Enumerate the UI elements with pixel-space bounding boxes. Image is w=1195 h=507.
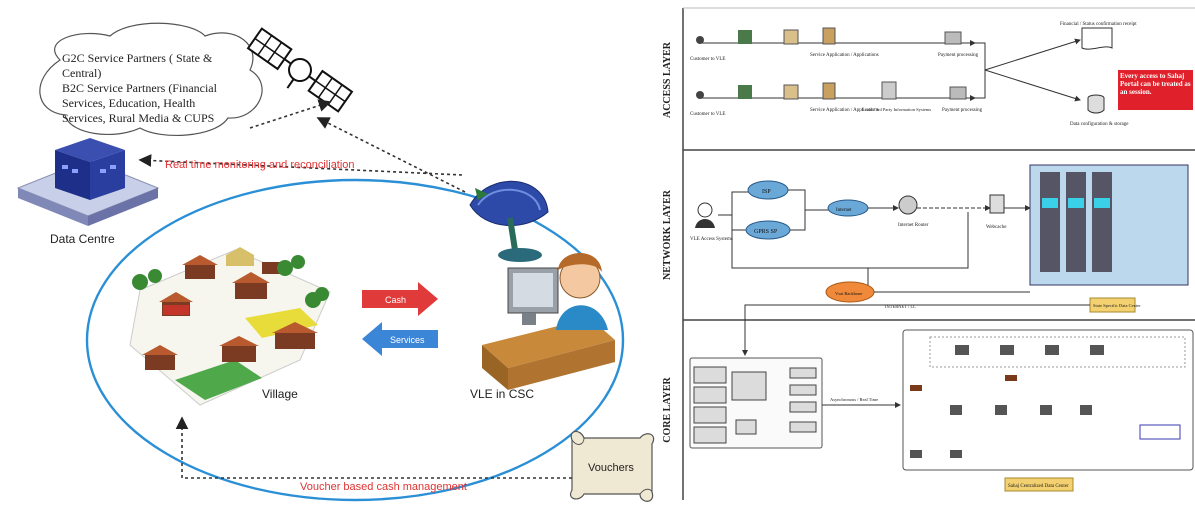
payment1-label: Payment processing	[938, 53, 979, 58]
voucher-scroll-icon	[570, 430, 655, 502]
vle-terminal-icon	[738, 85, 752, 99]
cash-label: Cash	[385, 295, 406, 305]
sync-label: Asynchronous / Real Time	[830, 397, 878, 402]
receipt-icon	[1081, 27, 1113, 50]
payment2-label: Payment processing	[942, 108, 983, 113]
rack-servers	[1040, 172, 1112, 272]
application-icon	[822, 82, 836, 100]
satellite-dish-icon	[469, 181, 549, 262]
access-layer-label: ACCESS LAYER	[662, 41, 673, 118]
network-layer-label: NETWORK LAYER	[662, 189, 673, 280]
vle-access-user-icon	[695, 202, 715, 228]
cloud-line-1: G2C Service Partners ( State &	[62, 51, 213, 65]
voucher-mgmt-label: Voucher based cash management	[300, 481, 467, 493]
internet-ll-label: INTERNET / LL	[885, 304, 916, 309]
financial-label: Financial / Status confirmation receipt	[1060, 22, 1137, 27]
access-row-1	[696, 27, 976, 46]
cloud-line-4: Services, Education, Health	[62, 96, 195, 110]
cloud-line-5: Services, Rural Media & CUPS	[62, 111, 214, 125]
services-arrow	[362, 322, 438, 356]
sahaj-dc-label: Sahaj Centralized Data Center	[1008, 484, 1069, 489]
webcache-icon	[989, 194, 1005, 214]
sahaj-servers	[910, 345, 1104, 458]
svc1-label: Service Application / Applications	[810, 53, 879, 58]
sahaj-dc-badge	[1004, 477, 1074, 492]
vle-access-label: VLE Access Systems	[690, 237, 733, 242]
csc-ellipse	[85, 178, 625, 502]
data-centre-label: Data Centre	[50, 232, 115, 246]
application-icon	[822, 27, 836, 45]
isp-label: ISP	[762, 189, 771, 195]
database-icon	[1087, 94, 1105, 114]
customer2-label: Customer to VLE	[690, 112, 725, 117]
customer1-label: Customer to VLE	[690, 57, 725, 62]
payment-icon	[949, 86, 967, 100]
gprs-label: GPRS SP	[754, 229, 778, 235]
router-label: Internet Router	[898, 223, 929, 228]
access-row-2	[696, 81, 976, 101]
session-notice-box	[1118, 70, 1193, 110]
webcache-label: Webcache	[986, 225, 1007, 230]
router-icon	[898, 195, 918, 215]
state-core-modules	[693, 366, 817, 444]
core-layer-label: CORE LAYER	[662, 376, 673, 442]
internet-label: Internet	[836, 208, 852, 213]
service-partners-cloud	[39, 22, 263, 136]
data-config-label: Data configuration & storage	[1070, 122, 1129, 127]
third-party-label: Local / 3rd Party Information Systems	[862, 107, 931, 112]
vsat-label: Vsat Backbone	[835, 291, 862, 296]
cloud-line-3: B2C Service Partners (Financial	[62, 81, 218, 95]
vouchers-label: Vouchers	[588, 462, 634, 474]
house-icon	[783, 29, 799, 45]
customer-icon	[696, 36, 704, 44]
cloud-line-2: Central)	[62, 66, 101, 80]
house-icon	[783, 84, 799, 100]
village-illustration	[129, 247, 331, 406]
services-label: Services	[390, 335, 425, 345]
payment-icon	[944, 31, 962, 45]
customer-icon	[696, 91, 704, 99]
satellite-icon	[246, 27, 354, 113]
right-diagram: ACCESS LAYER NETWORK LAYER CORE LAYER	[662, 7, 1195, 500]
realtime-label: Real time monitoring and reconciliation	[165, 159, 355, 171]
vle-operator-illustration	[482, 253, 615, 390]
session-notice-text: Every access to Sahaj Portal can be trea…	[1120, 72, 1191, 96]
svc2-label: Service Application / Applications	[810, 108, 879, 113]
village-label: Village	[262, 387, 298, 401]
vle-label: VLE in CSC	[470, 387, 534, 401]
state-dc-label: State Specific Data Center	[1093, 303, 1141, 308]
server-icon	[881, 81, 897, 100]
cash-arrow	[362, 282, 438, 316]
left-diagram: G2C Service Partners ( State & Central) …	[16, 22, 655, 502]
data-centre-icon	[16, 138, 160, 226]
vle-terminal-icon	[738, 30, 752, 44]
